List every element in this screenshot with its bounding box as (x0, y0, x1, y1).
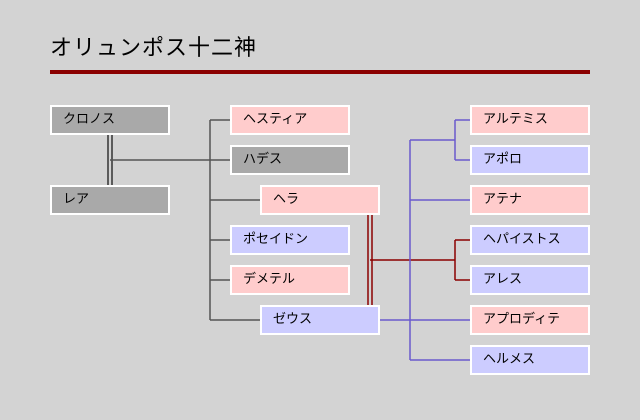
node-ares: アレス (470, 265, 590, 295)
node-zeus: ゼウス (260, 305, 380, 335)
node-hades: ハデス (230, 145, 350, 175)
node-athena: アテナ (470, 185, 590, 215)
node-rhea: レア (50, 185, 170, 215)
node-hephaestus: ヘパイストス (470, 225, 590, 255)
page-title: オリュンポス十二神 (50, 36, 258, 61)
node-hermes: ヘルメス (470, 345, 590, 375)
node-kronos: クロノス (50, 105, 170, 135)
node-artemis: アルテミス (470, 105, 590, 135)
node-hestia: ヘスティア (230, 105, 350, 135)
node-aphrodite: アプロディテ (470, 305, 590, 335)
node-apollo: アポロ (470, 145, 590, 175)
node-poseidon: ポセイドン (230, 225, 350, 255)
title-underline (50, 70, 590, 74)
node-hera: ヘラ (260, 185, 380, 215)
node-demeter: デメテル (230, 265, 350, 295)
